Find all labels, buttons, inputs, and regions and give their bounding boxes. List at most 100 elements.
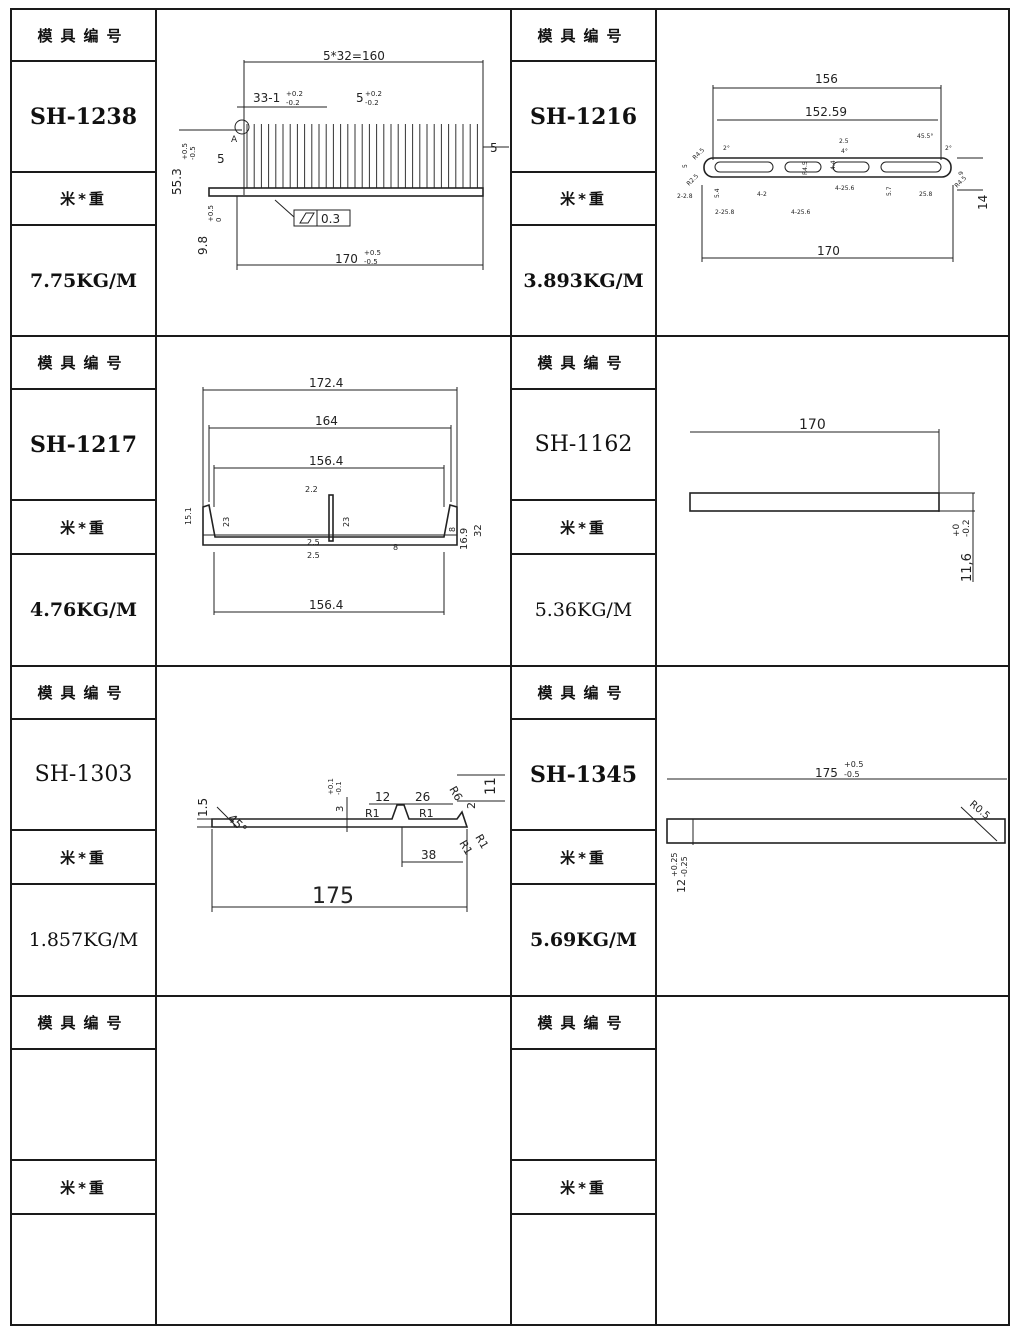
dim-slot-tol-dn: -0.1 [335,781,343,795]
weight-header: 米*重 [10,171,157,226]
dim-width-tol-up: +0.5 [364,249,381,257]
weight-header: 米*重 [10,1159,157,1215]
dim-slot: 3 [335,806,346,812]
dim-156: 156 [815,72,838,86]
spec-sheet: 模具编号 SH-1238 米*重 7.75KG/M 5*32=160 33-1 … [10,8,1010,1326]
dim-t: 1.5 [196,798,210,817]
mold-code: SH-1238 [10,60,157,173]
dim-gap: 5 [217,152,225,166]
dim-11: 11 [483,777,499,795]
weight-header: 米*重 [510,829,657,885]
dim-r4-5b: R4.5 [802,161,809,175]
dim-15-1: 15.1 [184,507,193,525]
dim-fin-width: 5 [356,91,364,105]
dim-12: 12 [375,790,390,804]
mold-code: SH-1345 [510,718,657,831]
dim-4-25-6: 4-25.6 [791,209,811,216]
weight-header: 米*重 [10,499,157,555]
dim-r4-5: R4.5 [691,147,706,162]
dim-r6: R6 [446,784,465,803]
drawing-empty [655,995,1010,1326]
dim-152-59: 152.59 [805,105,847,119]
dim-25-8: 25.8 [919,191,933,198]
dim-edge: 5 [490,141,498,155]
dim-width: 175 [815,766,838,780]
dim-base-tol-up: +0.5 [207,205,215,222]
drawing-empty [155,995,512,1326]
dim-170: 170 [817,244,840,258]
dim-fin-width-tol-dn: -0.2 [365,99,379,107]
dim-38: 38 [421,848,436,862]
mold-no-header: 模具编号 [510,8,657,62]
dim-9: 9 [958,171,965,175]
dim-5-4: 5.4 [714,188,721,198]
dim-angle-4: 4° [841,148,848,155]
weight-value: 1.857KG/M [10,883,157,997]
dim-base-tol-dn: 0 [215,218,223,222]
dim-fin-width-tol-up: +0.2 [365,90,382,98]
dim-thickness-tol-dn: -0.25 [680,856,689,877]
dim-angle-45: 45.5° [917,133,933,140]
mold-no-header: 模具编号 [10,335,157,390]
drawing-sh-1216: 156 152.59 170 14 2° 45.5° 2° 4° R4.5 R2… [655,8,1010,337]
dim-4-2: 4-2 [757,191,767,198]
weight-value: 7.75KG/M [10,224,157,337]
dim-2-2-8: 2-2.8 [677,193,693,200]
dim-2-5: 2.5 [307,538,320,547]
dim-2: 2 [465,802,478,809]
mold-code: SH-1303 [10,718,157,831]
dim-fin-tol-up: +0.2 [286,90,303,98]
dim-5: 5 [682,164,689,168]
mold-code: SH-1216 [510,60,657,173]
profile-drawing: 156 152.59 170 14 2° 45.5° 2° 4° R4.5 R2… [677,72,990,262]
dim-164: 164 [315,414,338,428]
dim-4-4: 4.4 [830,160,837,170]
dim-fin-tol-dn: -0.2 [286,99,300,107]
dim-thickness-tol-up: +0 [952,523,962,537]
dim-r1-c: R1 [472,832,491,851]
dim-width: 170 [335,252,358,266]
dim-172-4: 172.4 [309,376,343,390]
dim-angle-2b: 2° [945,145,952,152]
dim-height-tol-dn: -0.5 [189,146,197,160]
dim-r1-a: R1 [365,807,380,820]
dim-26: 26 [415,790,430,804]
drawing-sh-1162: 170 11,6 +0 -0.2 [655,335,1010,667]
dim-length: 175 [312,884,354,909]
dim-thickness: 11,6 [960,553,975,582]
profile-drawing: 170 11,6 +0 -0.2 [689,417,975,582]
dim-2-5: 2.5 [839,138,849,145]
dim-r2-5: R2.5 [685,173,700,188]
dim-5-7: 5.7 [886,186,893,196]
drawing-sh-1345: 175 +0.5 -0.5 R0.5 12 +0.25 -0.25 [655,665,1010,997]
dim-156-4: 156.4 [309,454,343,468]
dim-23-rib: 23 [342,517,351,527]
dim-width-tol-dn: -0.5 [364,258,378,266]
weight-header: 米*重 [510,1159,657,1215]
mold-no-header: 模具编号 [510,995,657,1050]
dim-23: 23 [222,517,231,527]
mold-no-header: 模具编号 [10,995,157,1050]
mold-code: SH-1162 [510,388,657,501]
dim-16-9: 16.9 [459,528,470,550]
dim-32: 32 [473,524,484,537]
weight-value: 3.893KG/M [510,224,657,337]
profile-drawing: 175 +0.5 -0.5 R0.5 12 +0.25 -0.25 [666,760,1007,893]
dim-thickness: 12 [675,879,688,893]
drawing-sh-1217: 172.4 164 156.4 15.1 23 23 2.2 2.5 2.5 8… [155,335,512,667]
profile-drawing: 172.4 164 156.4 15.1 23 23 2.2 2.5 2.5 8… [184,376,484,615]
mold-code [510,1048,657,1161]
weight-header: 米*重 [510,499,657,555]
dim-r1-b: R1 [419,807,434,820]
drawing-sh-1238: 5*32=160 33-1 +0.2 -0.2 5 +0.2 -0.2 A 55… [155,8,512,337]
dim-8: 8 [448,527,457,532]
dim-width: 170 [799,417,826,433]
dim-angle: 45° [225,811,250,836]
dim-r4-5c: R4.5 [953,175,968,190]
dim-height: 55.3 [170,168,184,195]
dim-width-tol-dn: -0.5 [844,770,860,779]
drawing-sh-1303: 1.5 45° 3 +0.1 -0.1 12 26 R1 R1 R6 2 11 … [155,665,512,997]
dim-pitch: 5*32=160 [323,49,385,63]
dim-fin-count: 33-1 [253,91,280,105]
weight-value [10,1213,157,1326]
